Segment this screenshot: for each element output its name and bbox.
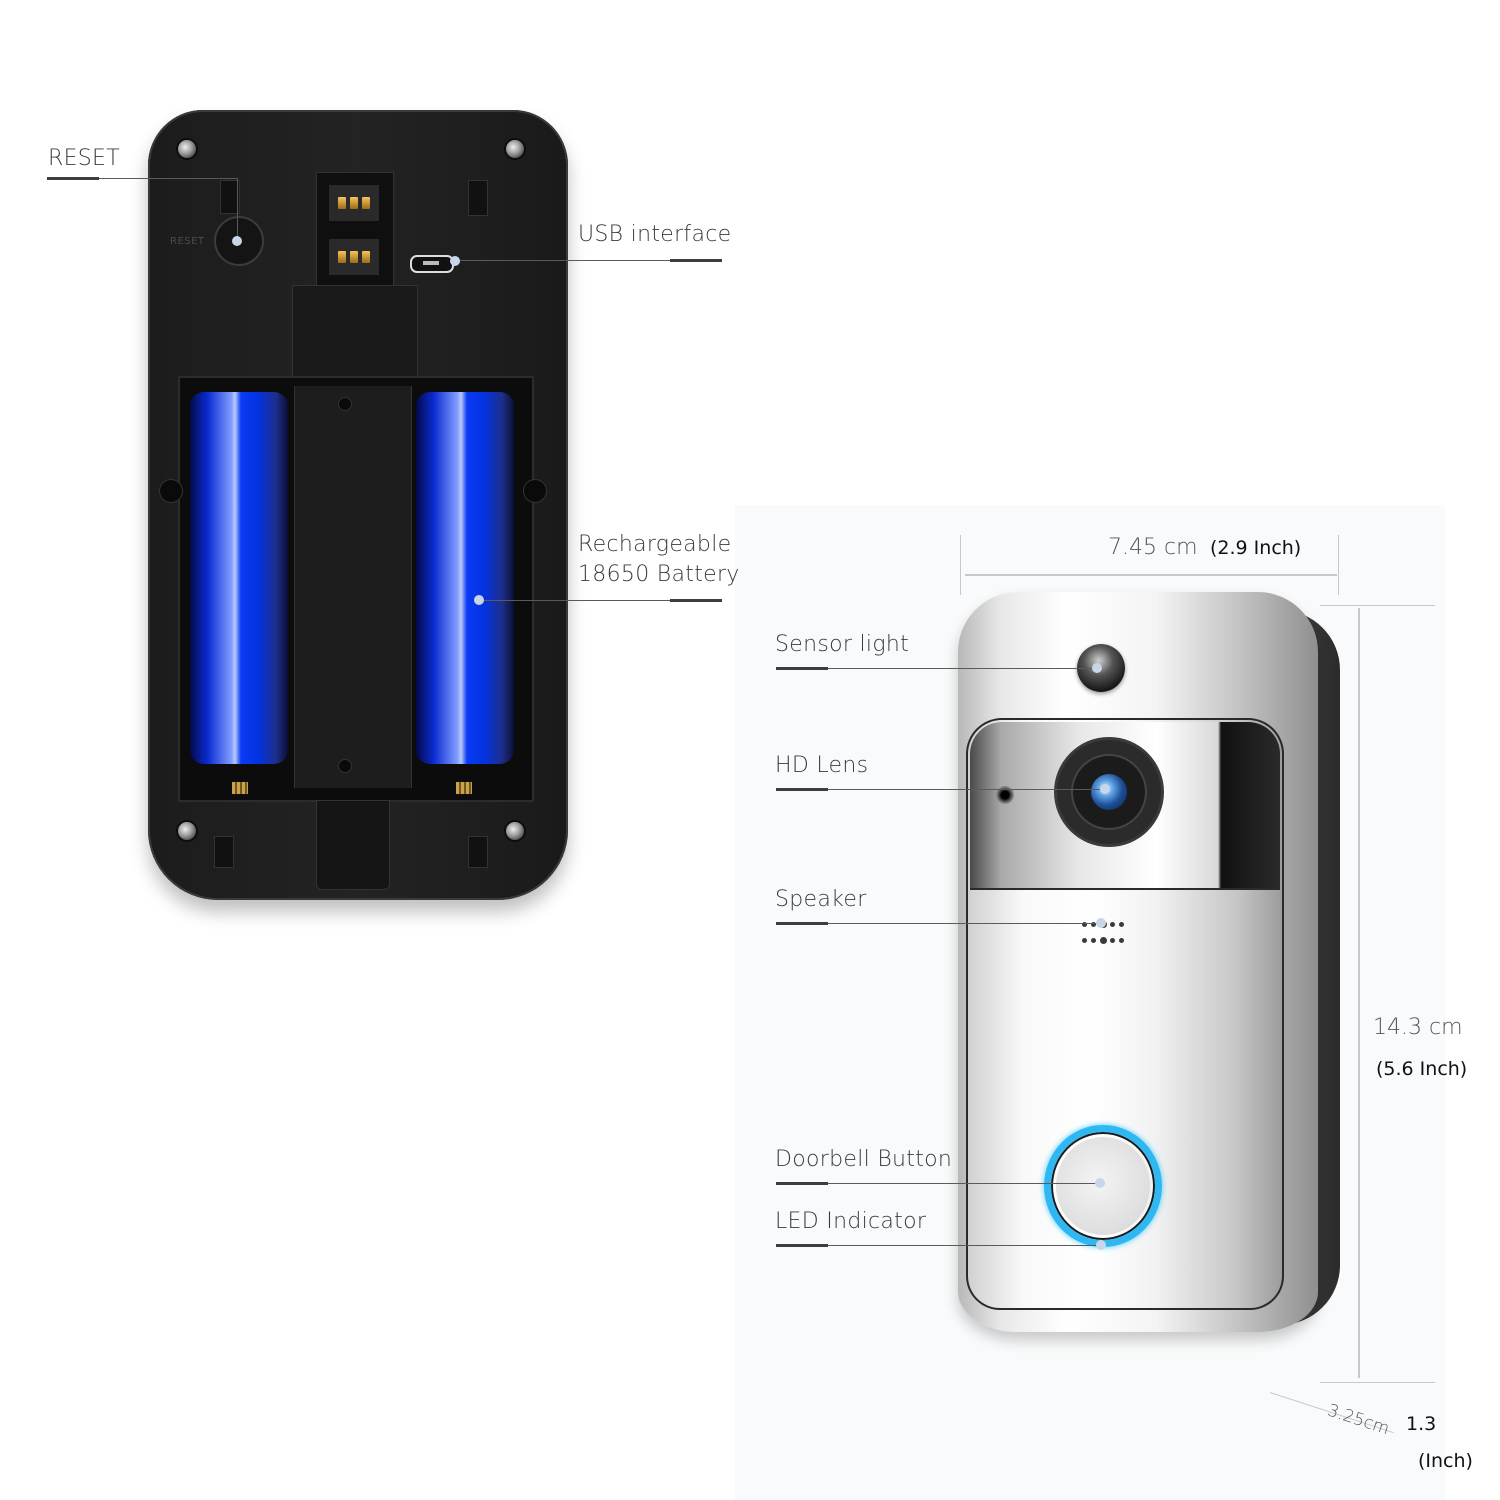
callout-underline: [776, 788, 828, 791]
callout-leader-line: [828, 923, 1100, 924]
battery-right: [416, 392, 514, 764]
callout-dot: [474, 595, 484, 605]
reset-switch: [220, 180, 240, 214]
width-dimension-line: [965, 574, 1337, 576]
width-cm: 7.45 cm: [1108, 535, 1198, 560]
mount-hole-icon: [524, 480, 546, 502]
callout-underline: [776, 667, 828, 670]
mount-hole-icon: [160, 480, 182, 502]
dimension-guide: [1320, 605, 1435, 606]
callout-battery-label-line2: 18650 Battery: [578, 562, 740, 587]
callout-underline: [776, 1244, 828, 1247]
depth-inch-value: 1.3: [1406, 1413, 1437, 1435]
callout-underline: [47, 177, 99, 180]
dimension-guide: [1320, 1382, 1435, 1383]
callout-battery-label-line1: Rechargeable: [578, 532, 732, 557]
mount-slot: [214, 836, 234, 868]
callout-dot: [1096, 918, 1106, 928]
callout-doorbell-button-label: Doorbell Button: [775, 1147, 953, 1172]
light-sensor-icon: [996, 786, 1014, 804]
callout-underline: [776, 922, 828, 925]
screw-icon: [178, 140, 196, 158]
screw-icon: [178, 822, 196, 840]
screw-hole-icon: [339, 760, 351, 772]
charging-contacts: [316, 172, 394, 292]
callout-dot: [1096, 1240, 1106, 1250]
callout-dot: [1095, 1178, 1105, 1188]
callout-leader-line: [828, 1245, 1098, 1246]
screw-icon: [506, 140, 524, 158]
callout-led-indicator-label: LED Indicator: [775, 1209, 927, 1234]
screw-hole-icon: [339, 398, 351, 410]
callout-dot: [1092, 663, 1102, 673]
callout-dot: [232, 236, 242, 246]
usb-port[interactable]: [410, 255, 454, 273]
callout-reset-label: RESET: [48, 146, 120, 171]
screw-icon: [506, 822, 524, 840]
callout-underline: [670, 259, 722, 262]
spring-contact-icon: [456, 782, 472, 794]
callout-leader-line: [828, 668, 1093, 669]
spring-contact-icon: [232, 782, 248, 794]
dimension-guide: [960, 535, 961, 595]
callout-leader-line: [484, 600, 722, 601]
callout-leader-line: [237, 178, 238, 238]
callout-underline: [776, 1182, 828, 1185]
reset-engraving: RESET: [170, 236, 205, 247]
callout-usb-label: USB interface: [578, 222, 732, 247]
height-dimension-line: [1358, 608, 1360, 1378]
callout-leader-line: [99, 178, 237, 179]
battery-left: [190, 392, 288, 764]
callout-dot: [450, 256, 460, 266]
dimension-guide: [1338, 535, 1339, 595]
battery-divider: [294, 386, 412, 788]
callout-leader-line: [828, 789, 1100, 790]
callout-sensor-light-label: Sensor light: [775, 632, 909, 657]
battery-latch-flap: [292, 285, 418, 377]
callout-leader-line: [460, 260, 722, 261]
height-cm: 14.3 cm: [1373, 1015, 1463, 1040]
width-inch: (2.9 Inch): [1210, 537, 1302, 559]
height-inch: (5.6 Inch): [1376, 1058, 1468, 1080]
callout-hd-lens-label: HD Lens: [775, 753, 869, 778]
depth-inch-unit: (Inch): [1418, 1450, 1473, 1472]
callout-leader-line: [828, 1183, 1096, 1184]
callout-underline: [670, 599, 722, 602]
mount-slot: [468, 180, 488, 216]
callout-dot: [1100, 784, 1110, 794]
callout-speaker-label: Speaker: [775, 887, 867, 912]
mount-slot: [468, 836, 488, 868]
bottom-clip: [316, 800, 390, 890]
